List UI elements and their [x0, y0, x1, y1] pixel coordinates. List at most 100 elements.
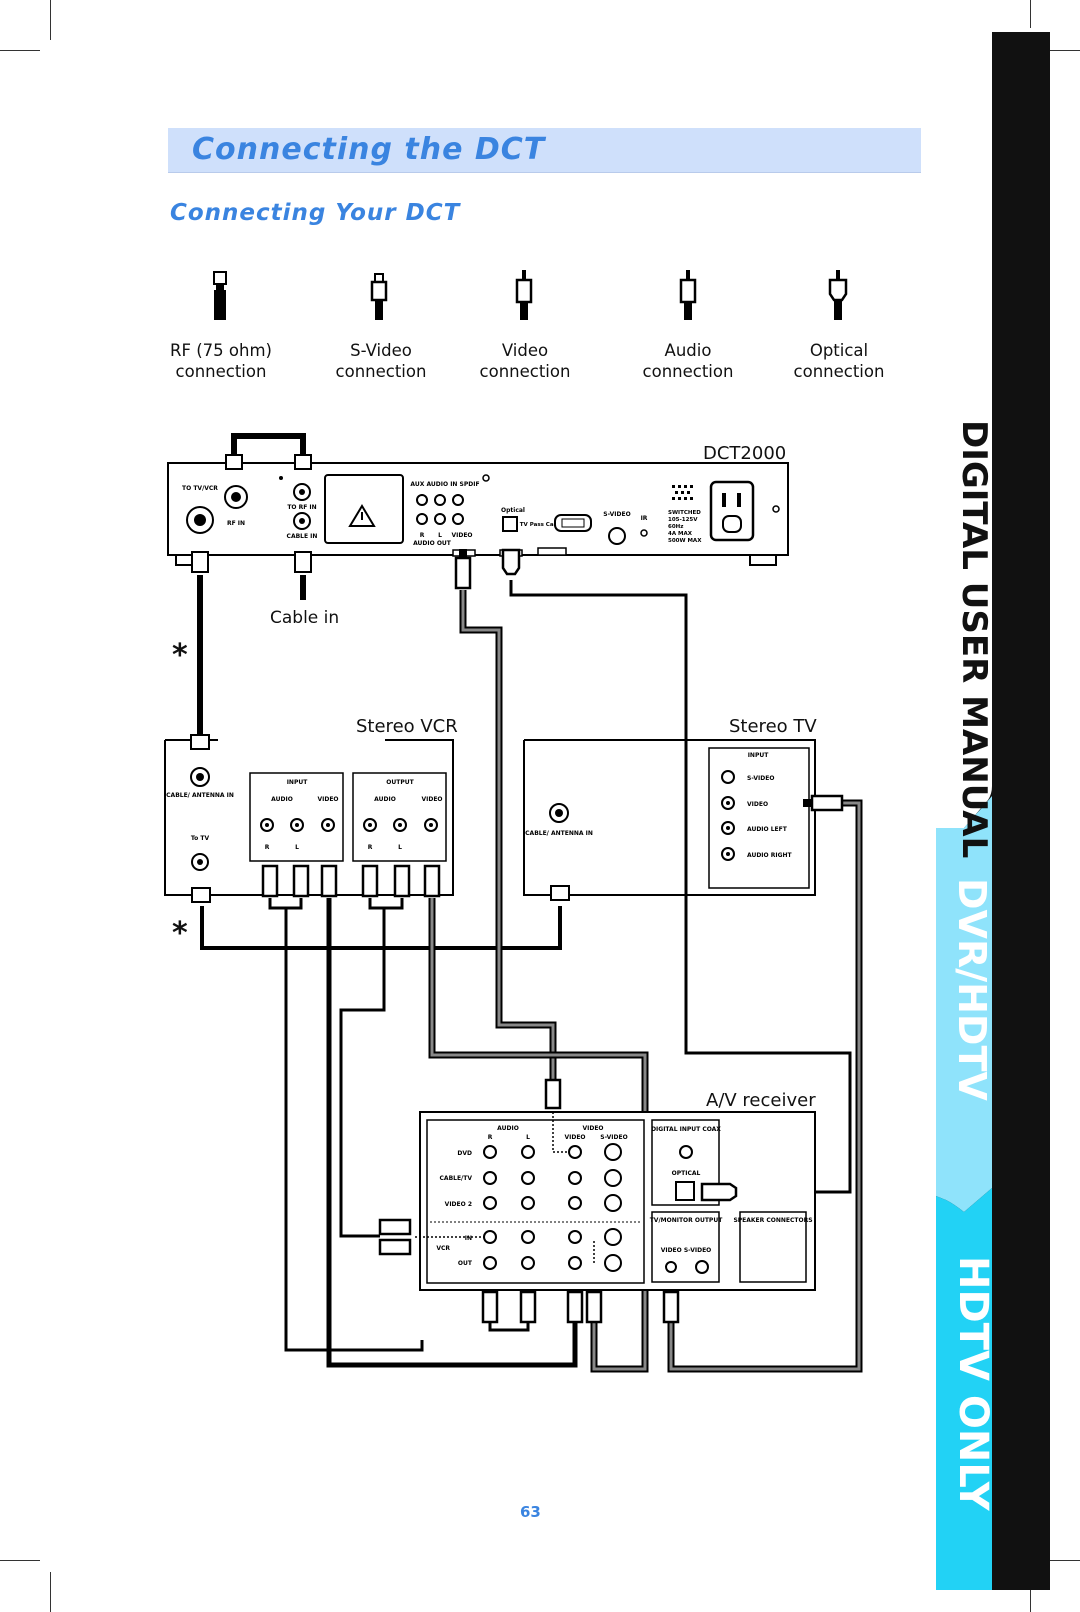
receiver-video-col-label: VIDEO: [564, 1134, 585, 1141]
hdtv-only-tab: HDTV ONLY: [950, 1256, 996, 1511]
receiver-audio-label: AUDIO: [497, 1125, 519, 1132]
digital-user-manual-tab: DIGITAL USER MANUAL: [954, 420, 994, 859]
cable-in-label: Cable in: [270, 608, 340, 628]
caption-line: connection: [793, 362, 885, 381]
caption-line: Video: [501, 341, 549, 360]
vcr-in-r-label: R: [265, 844, 270, 851]
receiver-vcr-label: VCR: [436, 1245, 450, 1252]
speaker-connectors-label: SPEAKER CONNECTORS: [733, 1217, 812, 1224]
caption-line: Audio: [664, 341, 712, 360]
vcr-cable-antenna-label: CABLE/ ANTENNA IN: [166, 792, 234, 799]
dct-l-label: L: [438, 532, 442, 539]
caption-line: Optical: [809, 341, 869, 360]
vent-grille: [672, 485, 693, 500]
dct2000-rear-panel: TO TV/VCR RF IN TO RF IN CABLE IN AUX AU…: [167, 462, 789, 566]
stereo-vcr-label: Stereo VCR: [356, 716, 458, 737]
power-spec-1: SWITCHED: [668, 510, 701, 516]
vcr-input-video-label: VIDEO: [317, 796, 338, 803]
vcr-output-audio-label: AUDIO: [374, 796, 396, 803]
dct-optical-plug: [501, 548, 521, 576]
tv-input-label: INPUT: [748, 752, 770, 759]
power-spec-3: 60Hz: [668, 524, 683, 530]
audio-connection-caption: Audio connection: [618, 340, 758, 382]
crop-mark: [1030, 0, 1031, 28]
dct-r-label: R: [420, 532, 425, 539]
power-spec-2: 105-125V: [668, 517, 698, 523]
audio-connector-icon: [679, 270, 697, 320]
av-receiver-panel: AUDIO VIDEO R L VIDEO S-VIDEO DVD CABLE/…: [378, 1078, 816, 1324]
dct-video-label: VIDEO: [451, 532, 472, 539]
crop-mark: [50, 0, 51, 40]
vcr-out-r-label: R: [368, 844, 373, 851]
power-spec-4: 4A MAX: [668, 531, 693, 537]
vcr-to-tv-rf-cable: [200, 906, 562, 950]
tv-video-plug: [803, 794, 844, 812]
optical-connection-caption: Optical connection: [769, 340, 909, 382]
rf-connection-caption: RF (75 ohm) connection: [151, 340, 291, 382]
receiver-r-label: R: [488, 1134, 493, 1141]
receiver-optical-plug: [700, 1182, 738, 1202]
tv-monitor-output-label: TV/MONITOR OUTPUT: [650, 1217, 723, 1224]
aux-audio-label: AUX AUDIO IN SPDIF: [410, 481, 479, 488]
vcr-to-tv-label: To TV: [191, 835, 210, 842]
tv-audio-left-label: AUDIO LEFT: [747, 826, 788, 833]
optical-port-label: Optical: [501, 507, 525, 514]
vcr-output-video-label: VIDEO: [421, 796, 442, 803]
receiver-dvd-label: DVD: [457, 1150, 472, 1157]
dct-rf-plugs: [191, 454, 312, 573]
caption-line: connection: [479, 362, 571, 381]
stereo-tv-panel: INPUT S-VIDEO VIDEO AUDIO LEFT AUDIO RIG…: [523, 739, 844, 901]
receiver-video2-label: VIDEO 2: [445, 1201, 472, 1208]
receiver-in-label: IN: [465, 1235, 472, 1242]
receiver-video-label: VIDEO: [582, 1125, 603, 1132]
rf-connector-icon: [213, 271, 227, 320]
cable-in-port-label: CABLE IN: [287, 533, 318, 540]
caption-line: connection: [175, 362, 267, 381]
vcr-input-label: INPUT: [287, 779, 309, 786]
crop-mark: [1040, 50, 1080, 51]
receiver-optical-label: OPTICAL: [672, 1170, 701, 1177]
caption-line: connection: [642, 362, 734, 381]
stereo-vcr-panel: CABLE/ ANTENNA IN To TV INPUT OUTPUT AUD…: [164, 734, 454, 903]
audio-out-label: AUDIO OUT: [413, 540, 452, 547]
crop-mark: [1030, 1590, 1031, 1612]
receiver-video-svideo-label: VIDEO S-VIDEO: [661, 1247, 712, 1254]
tv-video-label: VIDEO: [747, 801, 768, 808]
page-title: Connecting the DCT: [192, 132, 546, 167]
tv-svideo-label: S-VIDEO: [747, 775, 774, 782]
stereo-tv-label: Stereo TV: [729, 716, 817, 737]
power-outlet-icon: [709, 480, 755, 542]
receiver-svideo-col-label: S-VIDEO: [600, 1134, 627, 1141]
vcr-output-label: OUTPUT: [386, 779, 414, 786]
vcr-audio-in-cable: [268, 898, 424, 1352]
crop-mark: [0, 1560, 40, 1561]
section-heading: Connecting Your DCT: [170, 200, 461, 226]
footnote-asterisk: *: [172, 638, 188, 673]
vcr-in-l-label: L: [295, 844, 299, 851]
caption-line: connection: [335, 362, 427, 381]
vcr-input-audio-label: AUDIO: [271, 796, 293, 803]
svideo-connection-caption: S-Video connection: [311, 340, 451, 382]
to-rf-in-label: TO RF IN: [287, 504, 316, 511]
caption-line: RF (75 ohm): [170, 341, 272, 360]
connector-icons: [213, 270, 848, 320]
vcr-audio-to-receiver: [339, 898, 386, 1238]
av-receiver-label: A/V receiver: [706, 1090, 816, 1111]
title-band: Connecting the DCT: [168, 128, 921, 173]
vcr-audio-out-cable: [286, 898, 303, 910]
dct2000-label: DCT2000: [703, 443, 787, 464]
rf-in-label: RF IN: [227, 520, 245, 527]
dct-video-plug: [454, 549, 472, 590]
page-number: 63: [520, 1503, 541, 1521]
svideo-connector-icon: [370, 273, 388, 320]
tv-cable-antenna-label: CABLE/ ANTENNA IN: [525, 830, 593, 837]
ir-label: IR: [641, 515, 648, 522]
receiver-out-label: OUT: [458, 1260, 473, 1267]
video-connection-caption: Video connection: [455, 340, 595, 382]
video-connector-icon: [515, 270, 533, 320]
crop-mark: [0, 50, 40, 51]
vcr-video-in-cable: [326, 898, 578, 1368]
dct-svideo-label: S-VIDEO: [603, 511, 630, 518]
power-spec-5: 500W MAX: [668, 538, 702, 544]
